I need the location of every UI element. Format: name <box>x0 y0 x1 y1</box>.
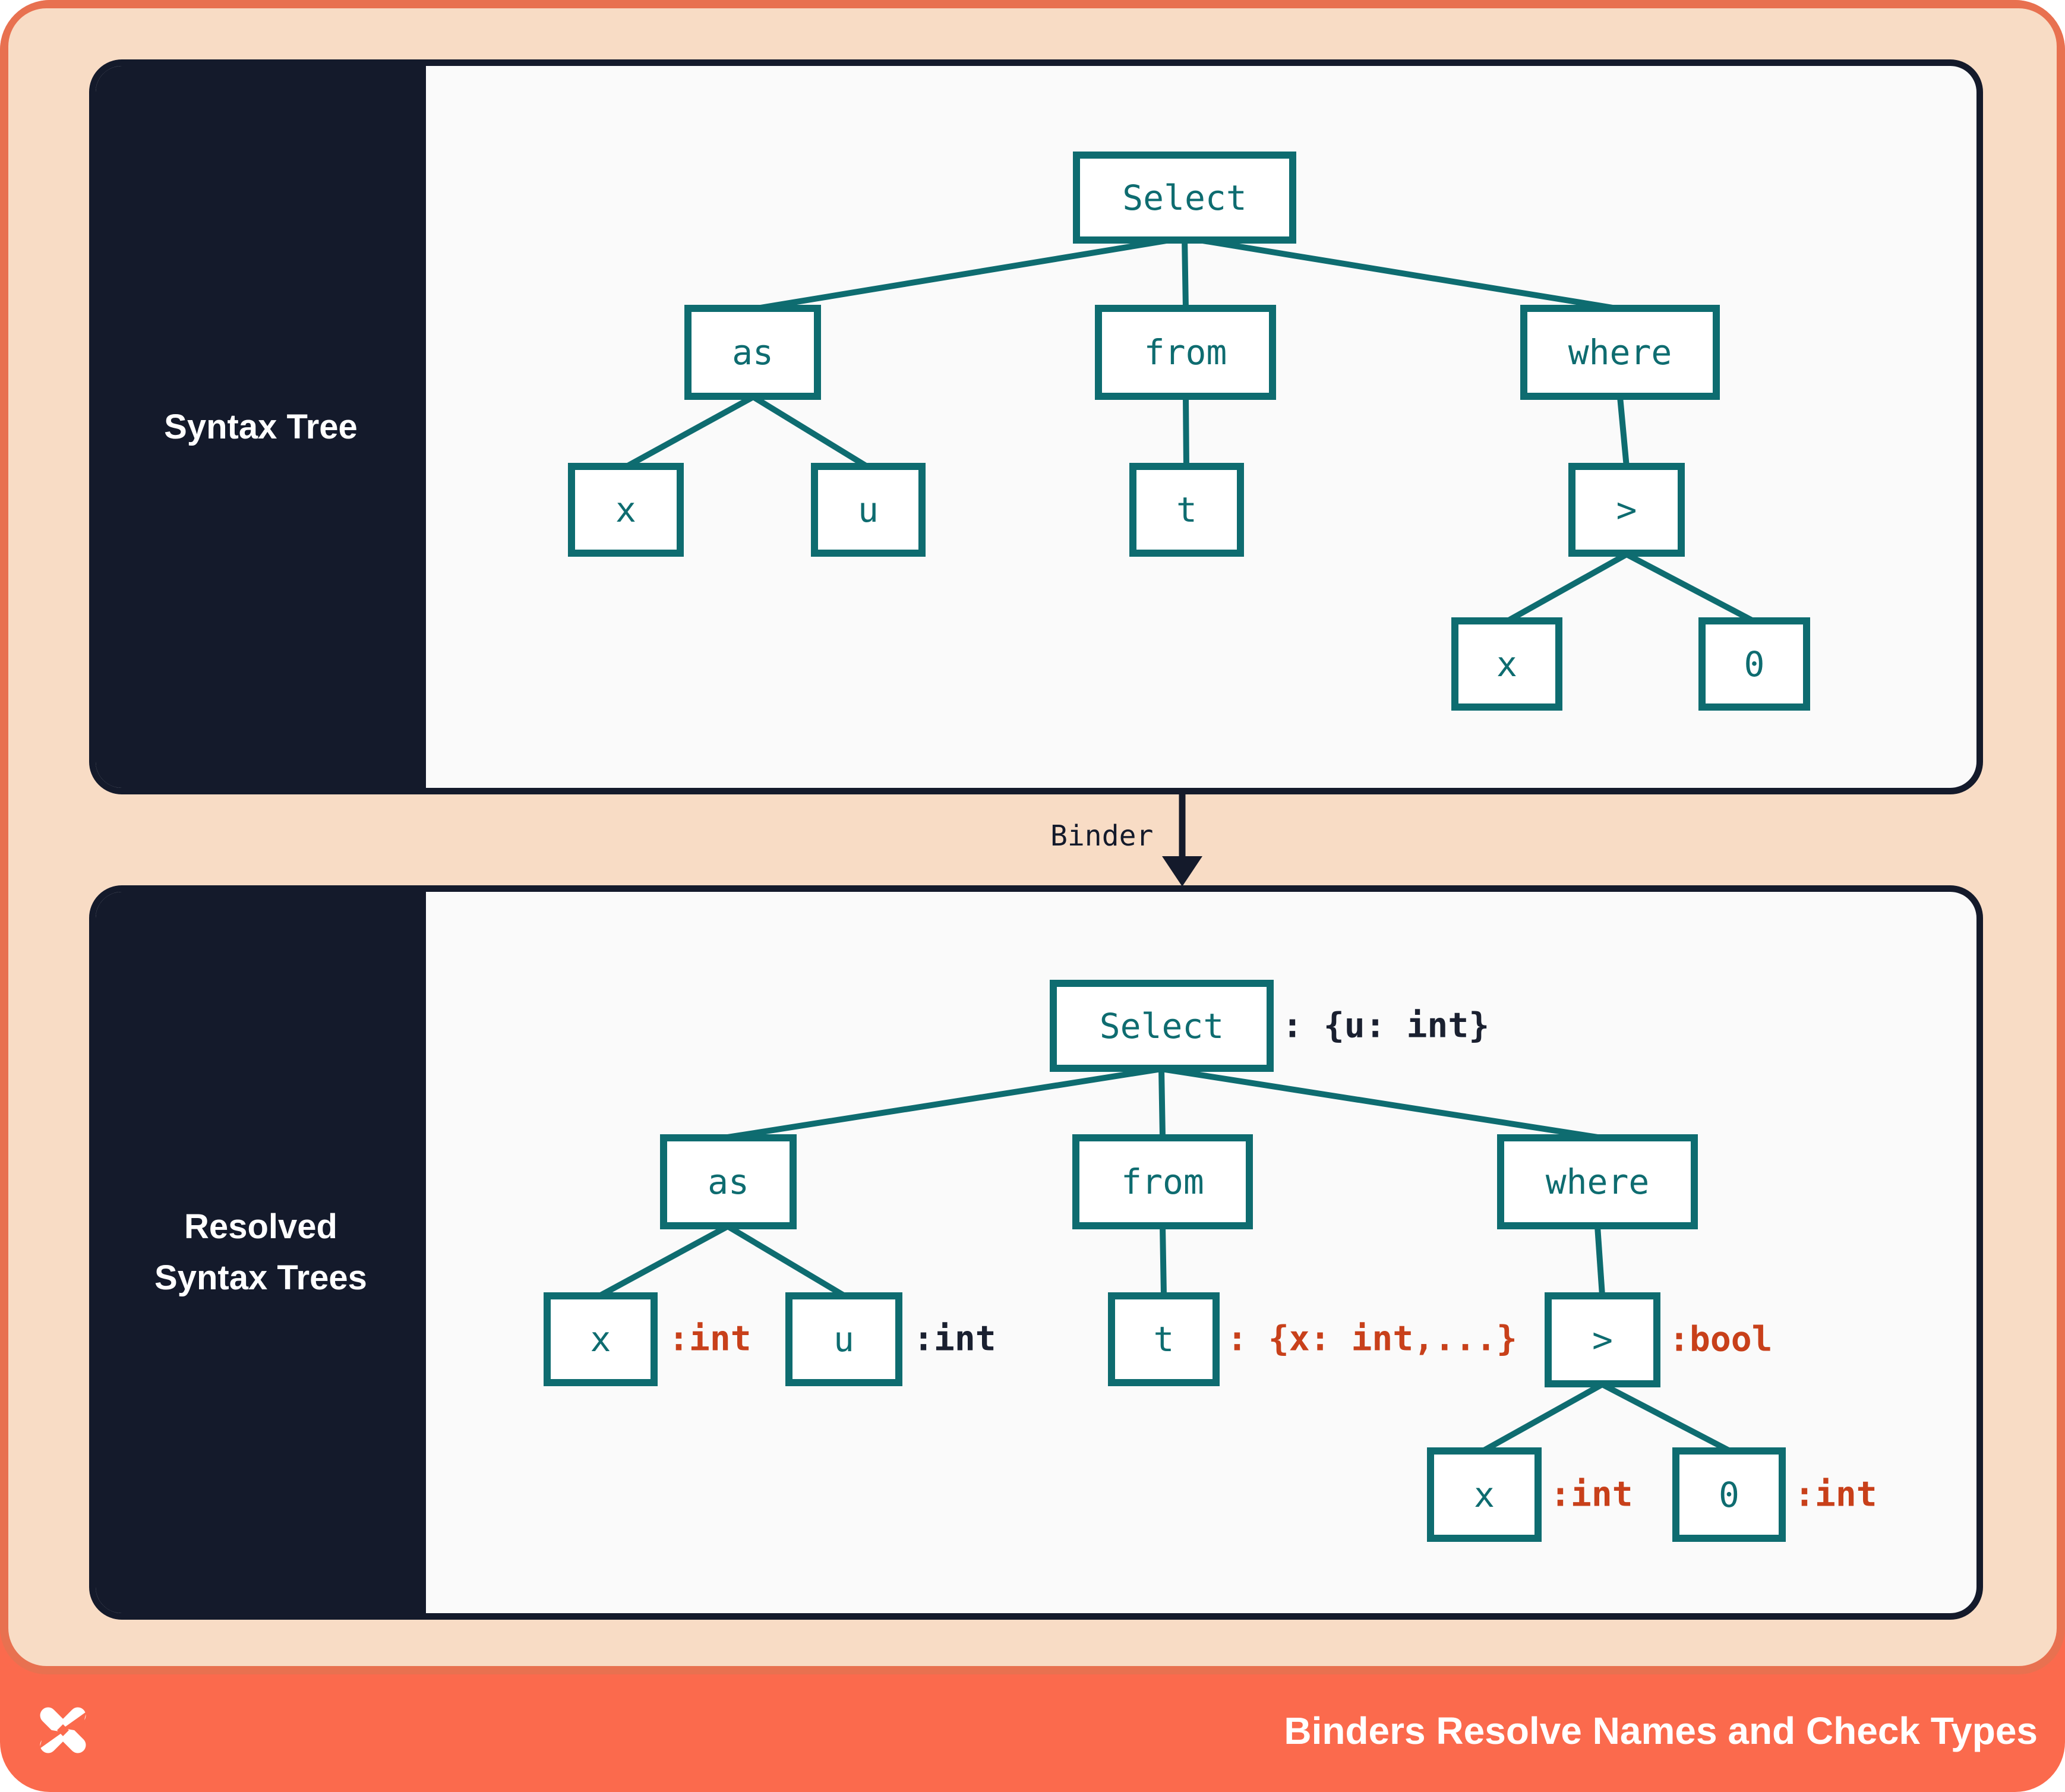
resolved-node-as: as <box>660 1134 797 1229</box>
x-type-annotation: :int <box>668 1318 752 1359</box>
node-where-label: where <box>1568 332 1672 373</box>
resolved-node-u-label: u <box>833 1319 854 1359</box>
node-select: Select <box>1073 152 1296 244</box>
resolved-node-x-under-as: x <box>544 1292 658 1386</box>
footer-title: Binders Resolve Names and Check Types <box>1284 1709 2038 1752</box>
resolved-node-greater-than-label: > <box>1592 1320 1613 1360</box>
node-u: u <box>811 463 926 557</box>
resolved-node-where-label: where <box>1545 1162 1650 1202</box>
resolved-node-select-label: Select <box>1099 1005 1224 1046</box>
resolved-node-from: from <box>1072 1134 1253 1229</box>
resolved-node-from-label: from <box>1121 1162 1204 1202</box>
node-as: as <box>684 305 821 400</box>
node-from-label: from <box>1144 332 1227 373</box>
syntax-tree-panel: Syntax Tree <box>89 59 1983 794</box>
resolved-node-x2-label: x <box>1474 1474 1495 1515</box>
resolved-node-greater-than: > <box>1545 1292 1660 1387</box>
node-t: t <box>1129 463 1244 557</box>
node-x2-label: x <box>1496 643 1517 684</box>
resolved-syntax-trees-sidebar: Resolved Syntax Trees <box>96 892 426 1613</box>
resolved-title-line2: Syntax Trees <box>154 1258 367 1297</box>
gt-type-annotation: :bool <box>1669 1318 1773 1359</box>
resolved-node-select: Select <box>1050 980 1274 1072</box>
resolved-node-as-label: as <box>708 1162 749 1202</box>
node-zero-label: 0 <box>1744 643 1765 684</box>
node-greater-than: > <box>1568 463 1685 557</box>
resolved-node-t-label: t <box>1153 1319 1174 1359</box>
resolved-node-x-under-gt: x <box>1427 1447 1542 1542</box>
resolved-title-line1: Resolved <box>184 1207 337 1246</box>
x2-type-annotation: :int <box>1550 1474 1633 1515</box>
node-x-label: x <box>615 490 636 530</box>
node-where: where <box>1520 305 1720 400</box>
node-select-label: Select <box>1122 177 1247 218</box>
resolved-syntax-trees-panel: Resolved Syntax Trees <box>89 885 1983 1620</box>
resolved-node-t: t <box>1108 1292 1220 1386</box>
dbt-logo-icon <box>39 1707 87 1753</box>
node-zero: 0 <box>1698 617 1810 711</box>
t-type-annotation: : {x: int,...} <box>1227 1318 1517 1359</box>
zero-type-annotation: :int <box>1794 1474 1877 1515</box>
node-from: from <box>1095 305 1276 400</box>
resolved-node-zero-label: 0 <box>1719 1474 1739 1515</box>
node-x-under-as: x <box>568 463 684 557</box>
resolved-node-u: u <box>785 1292 902 1386</box>
u-type-annotation: :int <box>913 1318 996 1359</box>
node-u-label: u <box>858 490 879 530</box>
resolved-node-where: where <box>1497 1134 1698 1229</box>
node-greater-than-label: > <box>1616 490 1637 530</box>
resolved-node-x-label: x <box>590 1319 611 1359</box>
node-as-label: as <box>732 332 773 373</box>
syntax-tree-title: Syntax Tree <box>164 407 358 446</box>
resolved-node-zero: 0 <box>1672 1447 1786 1542</box>
select-type-annotation: : {u: int} <box>1282 1005 1490 1046</box>
binder-label: Binder <box>1050 819 1154 853</box>
node-t-label: t <box>1176 490 1197 530</box>
syntax-tree-sidebar: Syntax Tree <box>96 66 426 788</box>
node-x-under-gt: x <box>1451 617 1562 711</box>
